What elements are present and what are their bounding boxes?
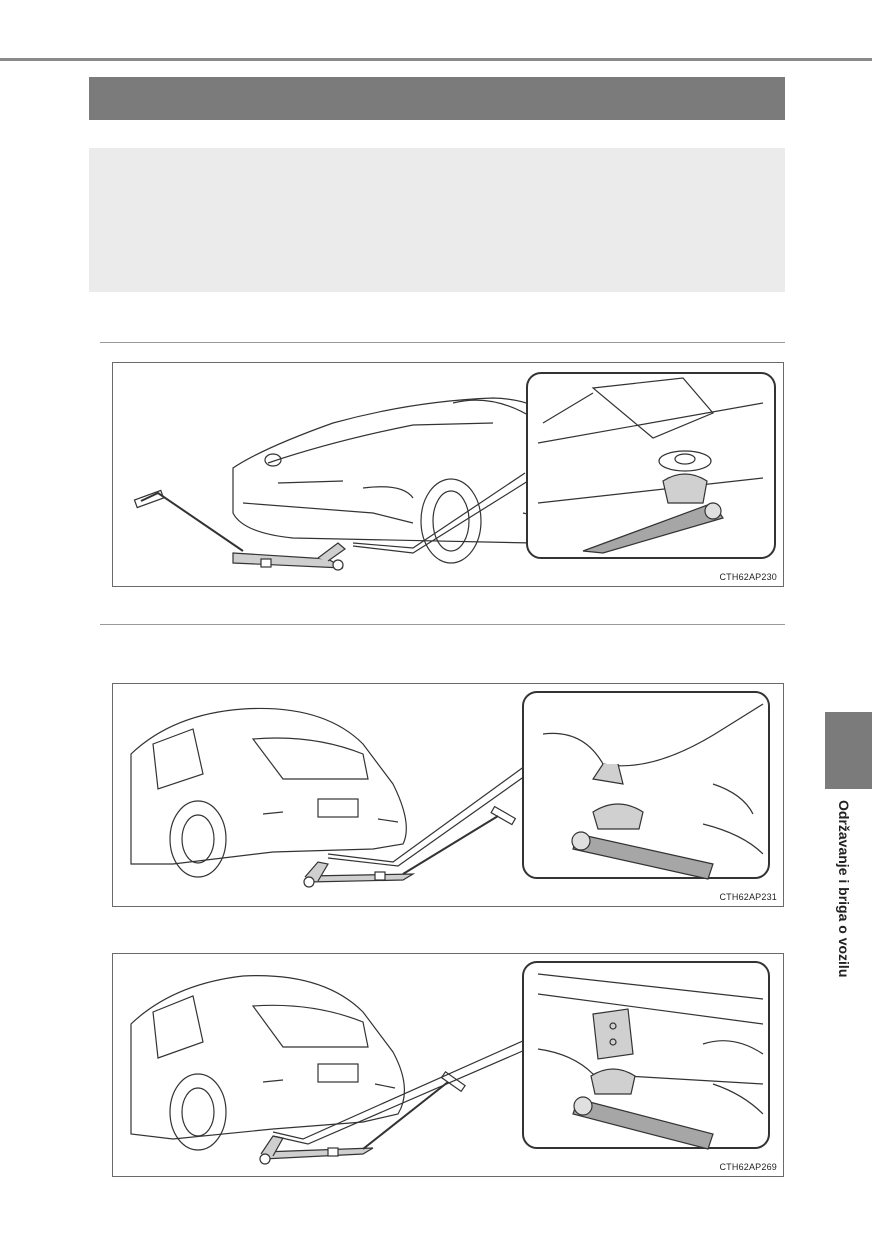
divider xyxy=(100,624,785,625)
chapter-label: Održavanje i briga o vozilu xyxy=(836,800,852,978)
figure-code: CTH62AP230 xyxy=(719,572,777,582)
figure-rear-jack-point: CTH62AP231 xyxy=(112,683,784,907)
figure-rear-jack-point-alt: CTH62AP269 xyxy=(112,953,784,1177)
figure-front-jack-point: CTH62AP230 xyxy=(112,362,784,587)
top-rule xyxy=(0,58,872,61)
figure-code: CTH62AP231 xyxy=(719,892,777,902)
info-box xyxy=(89,148,785,292)
divider xyxy=(100,342,785,343)
section-title-bar xyxy=(89,77,785,120)
figure-code: CTH62AP269 xyxy=(719,1162,777,1172)
chapter-tab[interactable] xyxy=(825,712,872,789)
